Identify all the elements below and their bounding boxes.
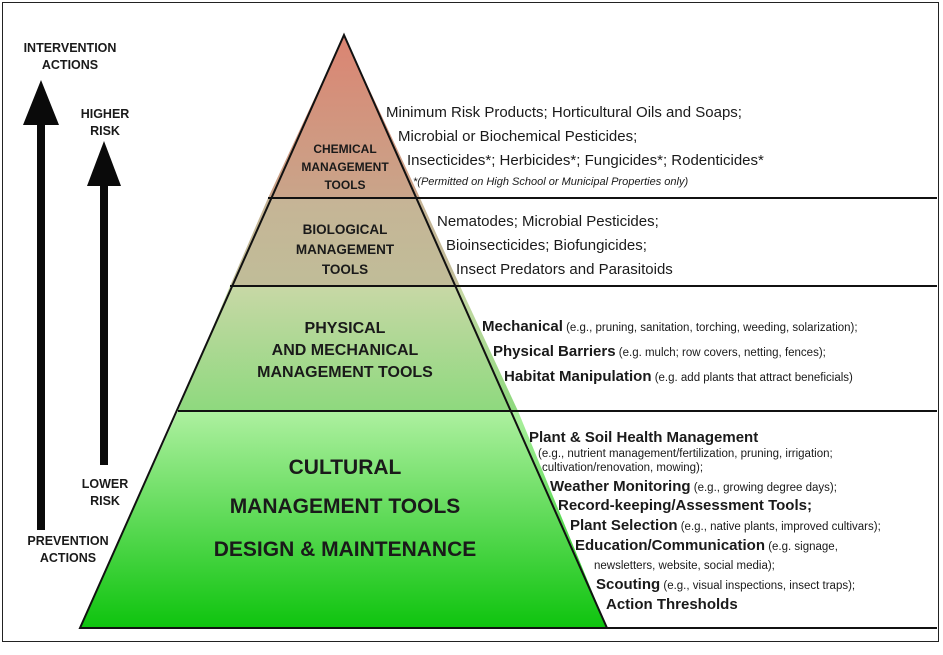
lower-risk-label: LOWER RISK: [81, 477, 129, 508]
cultural-education-detail-2: newsletters, website, social media);: [594, 560, 775, 572]
chemical-line-1: Minimum Risk Products; Horticultural Oil…: [386, 104, 742, 121]
biological-tier-label: BIOLOGICAL MANAGEMENT TOOLS: [295, 222, 395, 277]
tier-physical: [178, 286, 518, 411]
physical-item-mechanical: Mechanical (e.g., pruning, sanitation, t…: [482, 318, 858, 335]
cultural-plant-soil-detail-2: cultivation/renovation, mowing);: [542, 462, 704, 474]
tier-cultural: [80, 411, 607, 628]
cultural-item-thresholds: Action Thresholds: [606, 596, 738, 613]
cultural-item-record: Record-keeping/Assessment Tools;: [558, 497, 812, 514]
diagram-frame: [2, 2, 939, 642]
cultural-label-3: DESIGN & MAINTENANCE: [213, 538, 477, 561]
chemical-tier-label: CHEMICAL MANAGEMENT TOOLS: [301, 142, 389, 192]
cultural-item-weather: Weather Monitoring (e.g., growing degree…: [550, 478, 837, 495]
risk-arrow: [87, 141, 121, 465]
biological-line-3: Insect Predators and Parasitoids: [456, 261, 673, 278]
cultural-label-1: CULTURAL: [288, 456, 402, 479]
physical-tier-label: PHYSICAL AND MECHANICAL MANAGEMENT TOOLS: [257, 320, 433, 381]
intervention-actions-label: INTERVENTION ACTIONS: [23, 41, 117, 72]
cultural-item-education: Education/Communication (e.g. signage,: [575, 537, 838, 554]
cultural-plant-soil-detail-1: (e.g., nutrient management/fertilization…: [538, 448, 833, 460]
cultural-item-plant-soil: Plant & Soil Health Management: [529, 429, 759, 446]
physical-item-barriers: Physical Barriers (e.g. mulch; row cover…: [493, 343, 826, 360]
chemical-line-3: Insecticides*; Herbicides*; Fungicides*;…: [407, 152, 764, 169]
biological-line-2: Bioinsecticides; Biofungicides;: [446, 237, 647, 254]
cultural-tier-label: CULTURAL MANAGEMENT TOOLS DESIGN & MAINT…: [175, 455, 515, 563]
chemical-footnote: *(Permitted on High School or Municipal …: [413, 176, 689, 188]
cultural-item-plant-selection: Plant Selection (e.g., native plants, im…: [570, 517, 881, 534]
cultural-label-2: MANAGEMENT TOOLS: [229, 495, 461, 518]
tier-biological: [230, 198, 460, 286]
prevention-actions-label: PREVENTION ACTIONS: [27, 534, 109, 565]
biological-line-1: Nematodes; Microbial Pesticides;: [437, 213, 659, 230]
tier-chemical: [268, 35, 420, 198]
intervention-arrow: [23, 80, 59, 530]
chemical-line-2: Microbial or Biochemical Pesticides;: [398, 128, 638, 145]
cultural-item-scouting: Scouting (e.g., visual inspections, inse…: [596, 576, 856, 593]
higher-risk-label: HIGHER RISK: [80, 107, 130, 138]
physical-item-habitat: Habitat Manipulation (e.g. add plants th…: [504, 368, 853, 385]
